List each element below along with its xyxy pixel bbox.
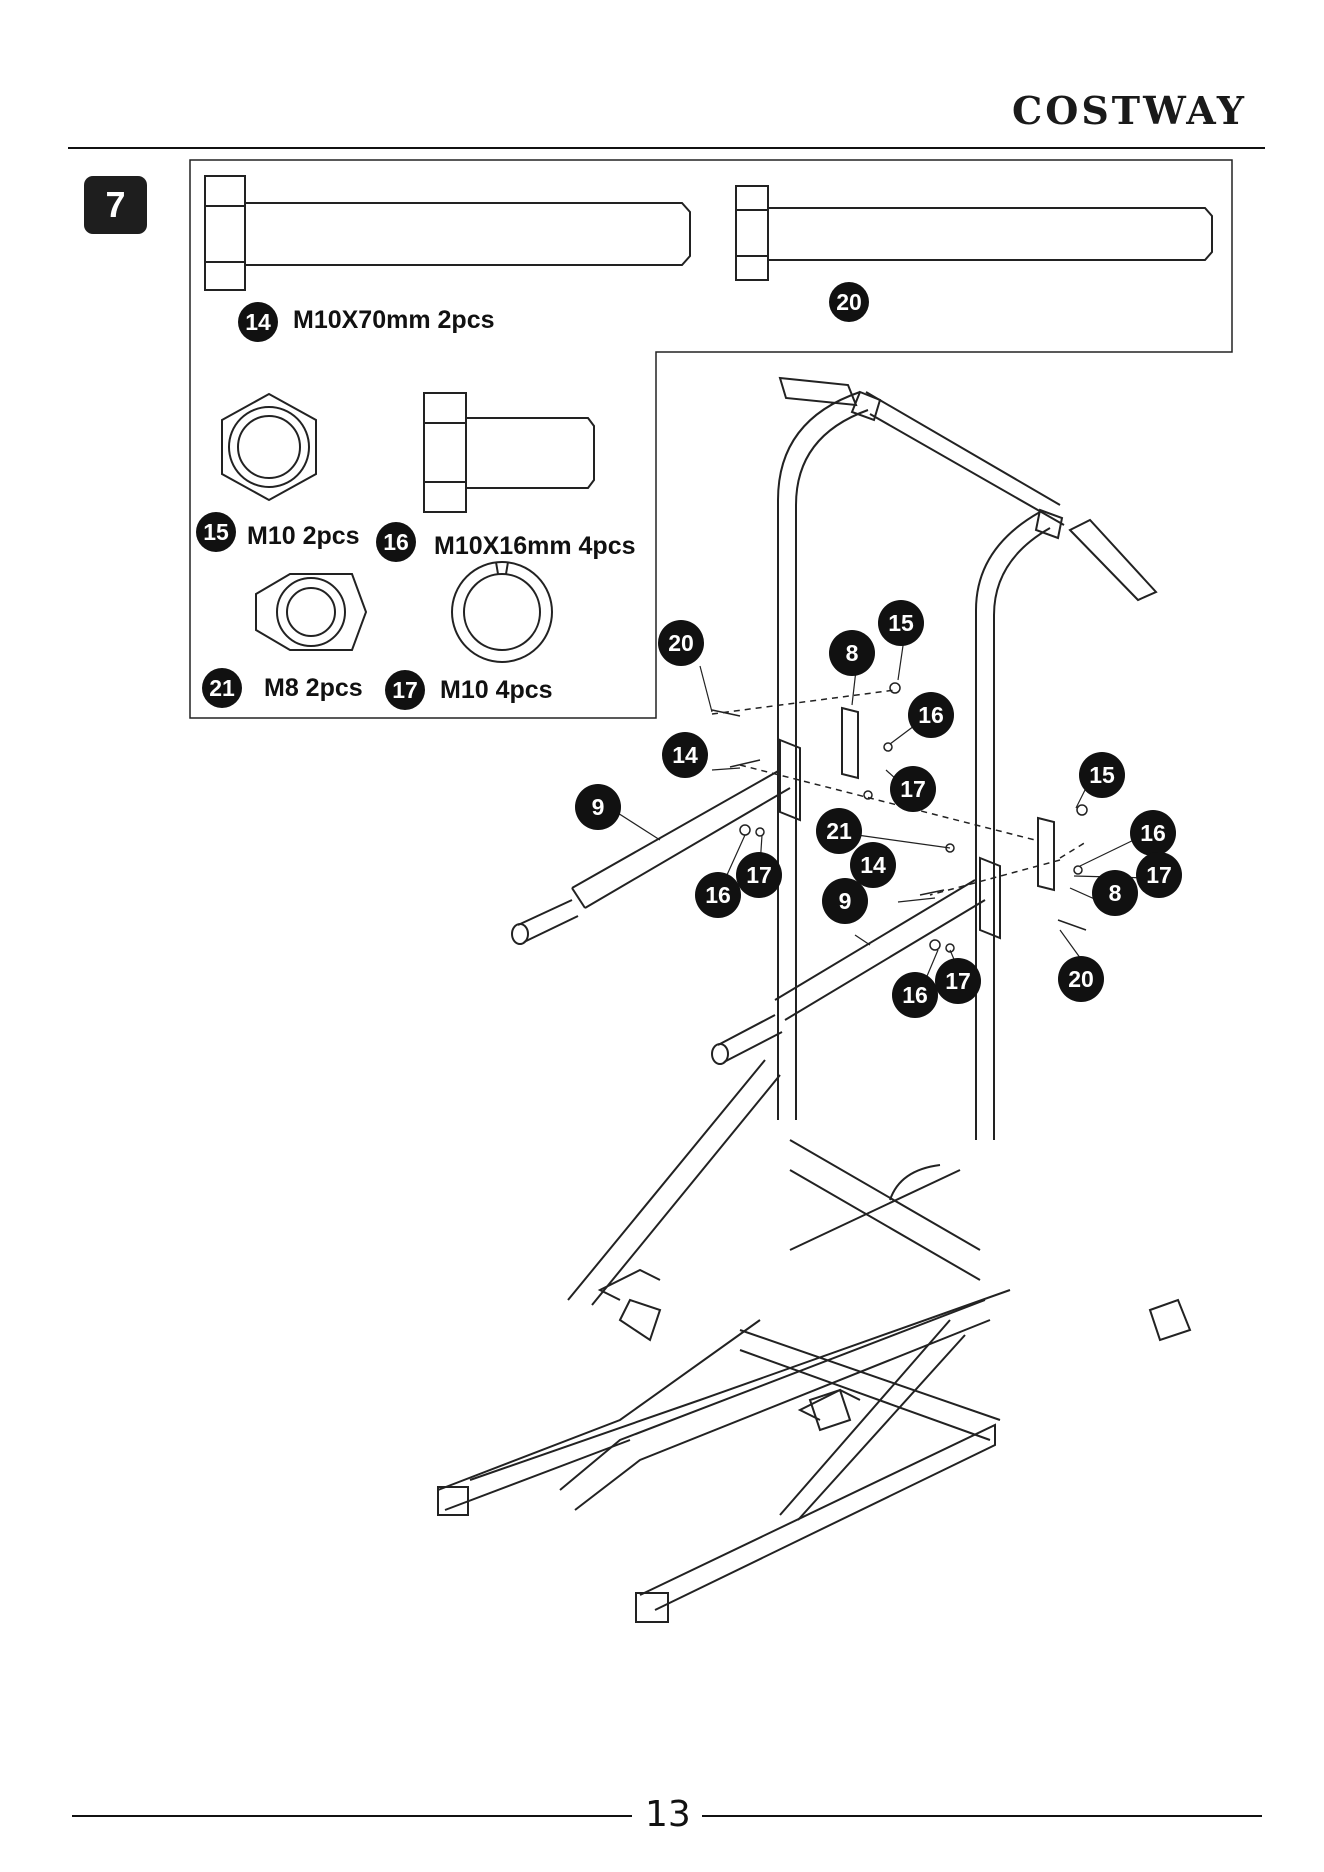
callout-20: 20	[658, 620, 704, 666]
callout-15: 15	[878, 600, 924, 646]
callout-8: 8	[829, 630, 875, 676]
footer-rule-left	[72, 1815, 632, 1817]
part-number-16: 16	[376, 522, 416, 562]
bolt-20-drawing	[736, 186, 1212, 280]
callout-20: 20	[1058, 956, 1104, 1002]
callout-15: 15	[1079, 752, 1125, 798]
footer-rule-right	[702, 1815, 1262, 1817]
callout-9: 9	[575, 784, 621, 830]
callout-17: 17	[1136, 852, 1182, 898]
page-number: 13	[645, 1794, 691, 1835]
part-number-20: 20	[829, 282, 869, 322]
callout-8: 8	[1092, 870, 1138, 916]
part-number-15: 15	[196, 512, 236, 552]
small-hardware	[712, 683, 1087, 952]
part-desc-15: M10 2pcs	[247, 522, 360, 551]
spring-washer-drawing	[452, 562, 552, 662]
bolt-m10x16-drawing	[424, 393, 594, 512]
part-desc-16: M10X16mm 4pcs	[434, 532, 636, 561]
callout-16: 16	[695, 872, 741, 918]
callout-9: 9	[822, 878, 868, 924]
part-number-14: 14	[238, 302, 278, 342]
part-desc-17: M10 4pcs	[440, 676, 553, 705]
part-number-17: 17	[385, 670, 425, 710]
callout-17: 17	[890, 766, 936, 812]
part-desc-21: M8 2pcs	[264, 674, 363, 703]
callout-21: 21	[816, 808, 862, 854]
part-desc-14: M10X70mm 2pcs	[293, 306, 495, 335]
callout-leader-lines	[610, 632, 1150, 988]
callout-16: 16	[1130, 810, 1176, 856]
callout-17: 17	[935, 958, 981, 1004]
nut-m8-drawing	[256, 574, 366, 650]
callout-17: 17	[736, 852, 782, 898]
callout-14: 14	[662, 732, 708, 778]
callout-16: 16	[908, 692, 954, 738]
part-number-21: 21	[202, 668, 242, 708]
parts-box-frame	[190, 160, 1232, 718]
nut-m10-drawing	[222, 394, 316, 500]
callout-16: 16	[892, 972, 938, 1018]
bolt-m10x70-drawing	[205, 176, 690, 290]
